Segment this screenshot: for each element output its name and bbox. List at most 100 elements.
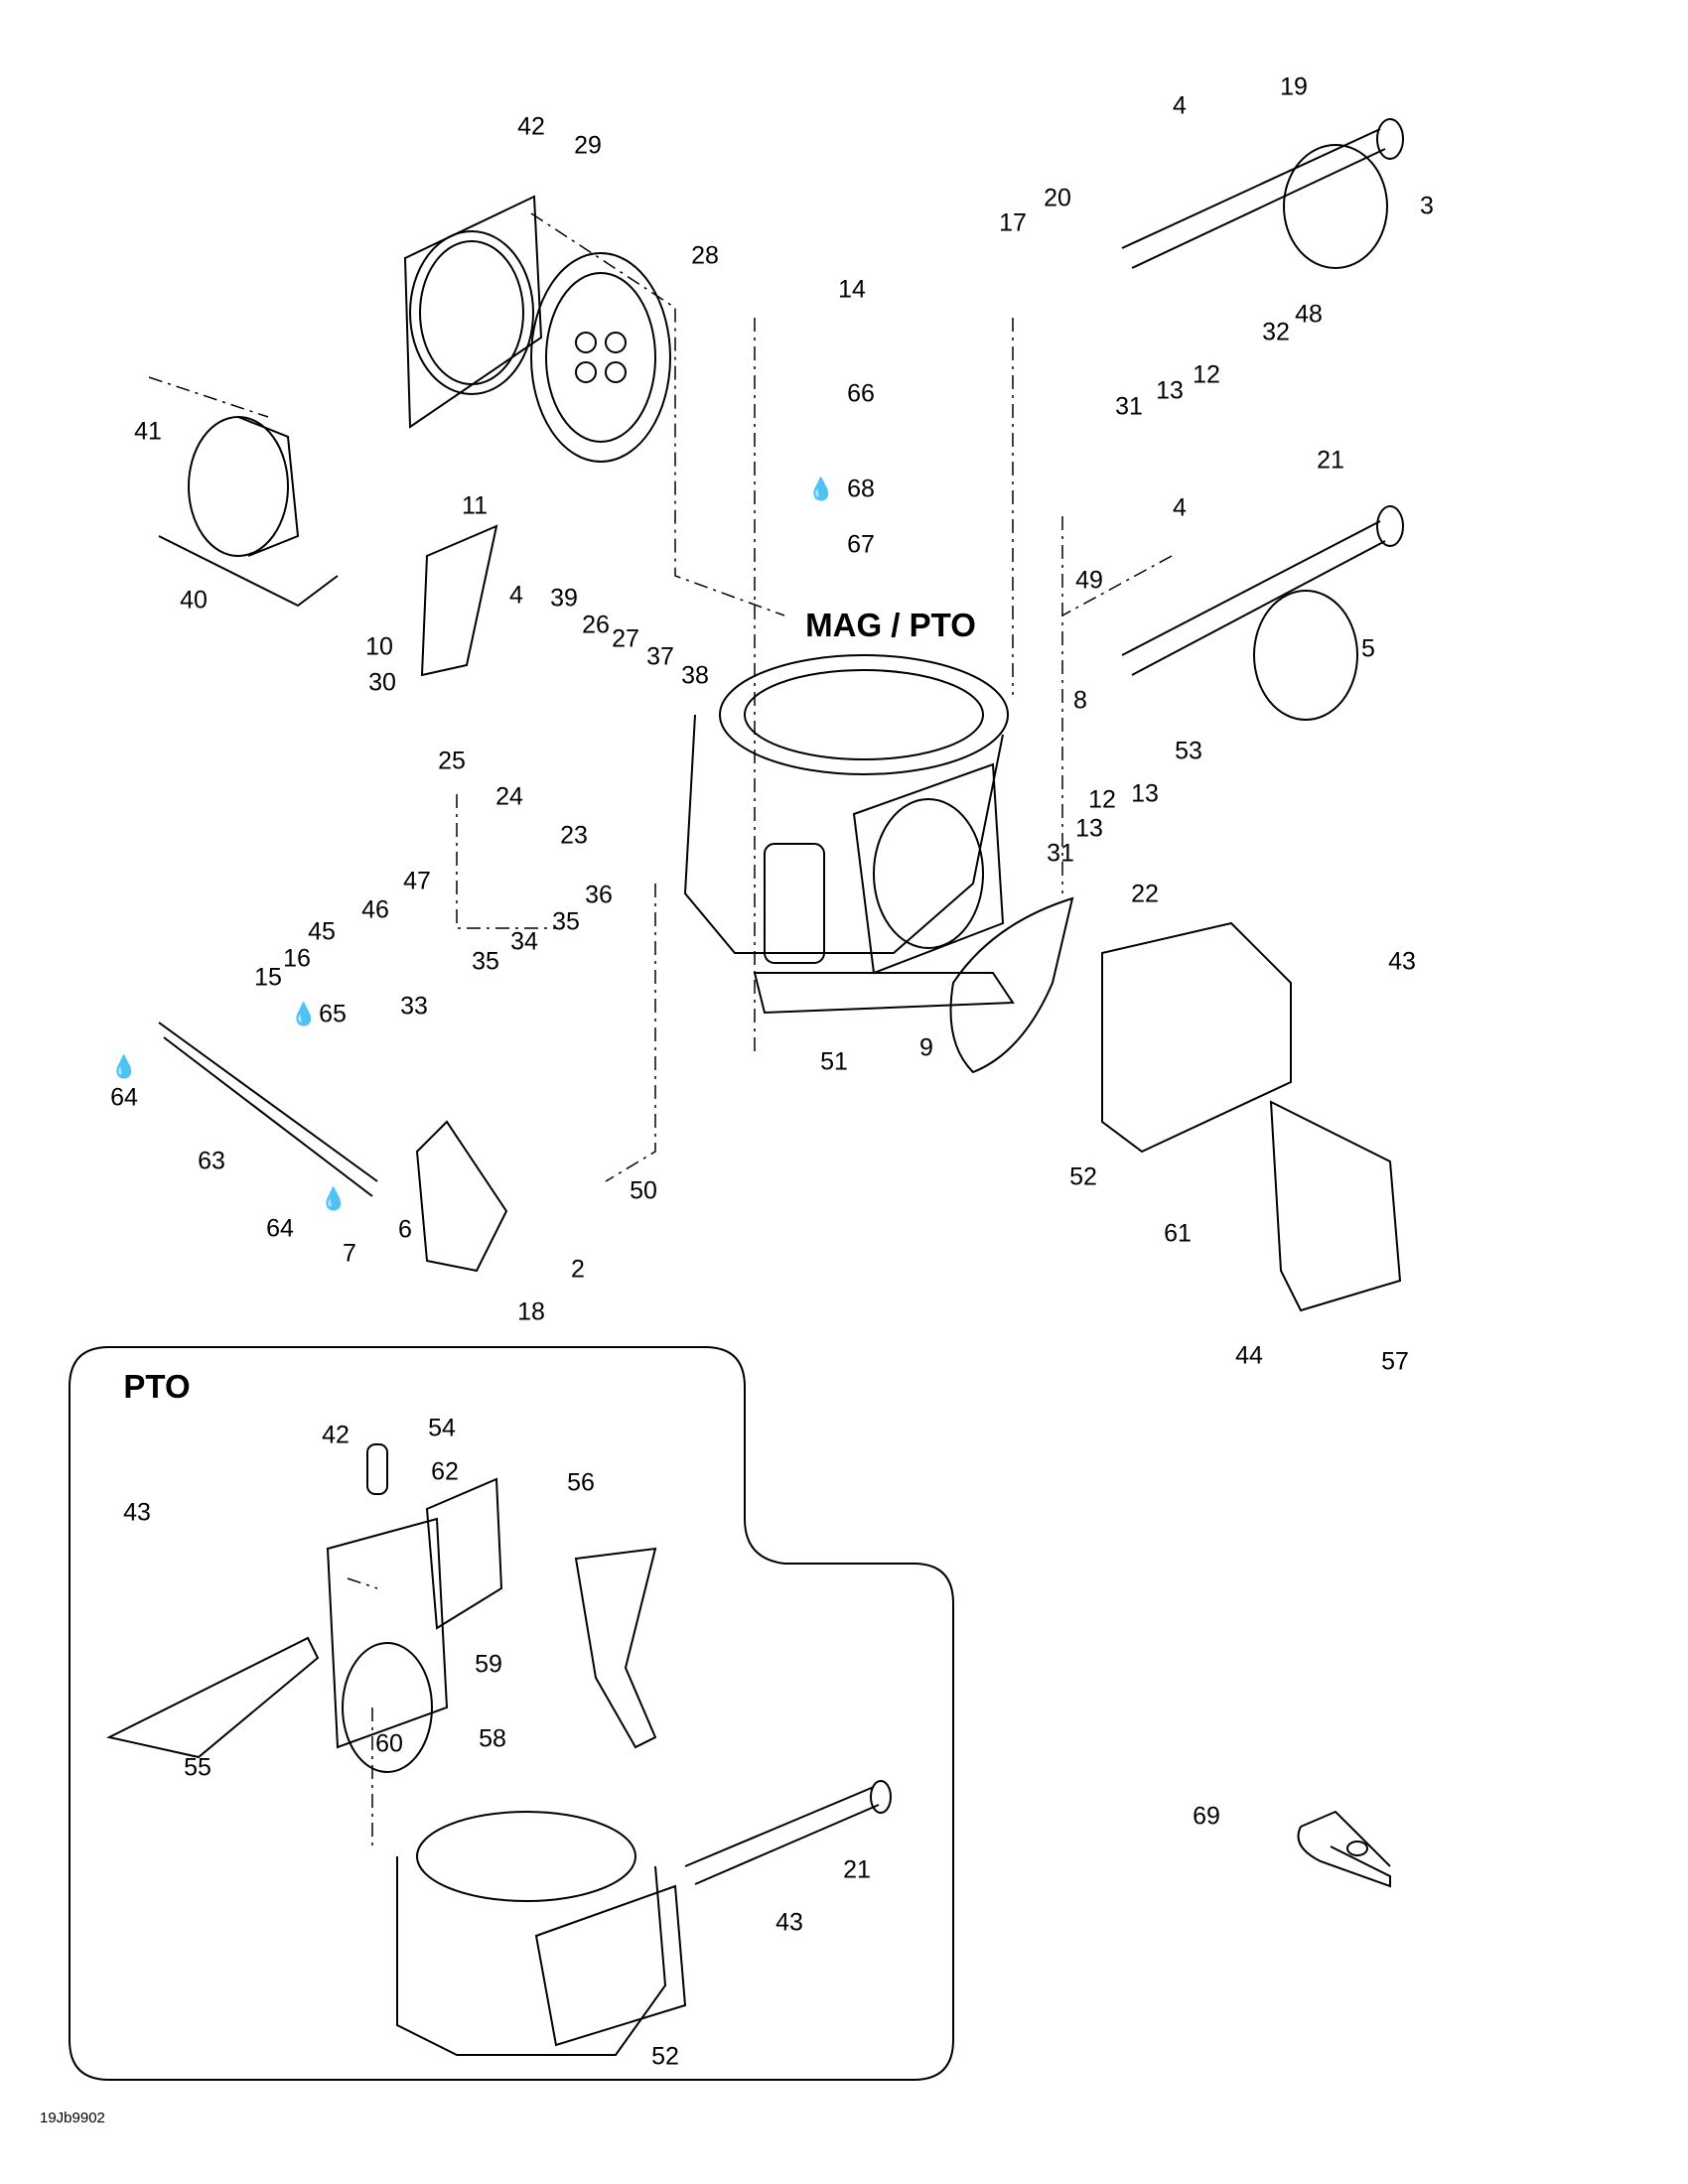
part-label: 65 bbox=[319, 1000, 347, 1028]
part-label: 49 bbox=[1075, 566, 1103, 595]
part-label: 12 bbox=[1088, 785, 1116, 814]
part-label: 45 bbox=[308, 917, 336, 946]
body-52 bbox=[1101, 921, 1292, 1154]
oil-drop-icon: 💧 bbox=[290, 1002, 318, 1026]
part-label: 31 bbox=[1047, 839, 1074, 868]
part-label: 63 bbox=[198, 1147, 225, 1175]
plate-30 bbox=[420, 524, 498, 677]
reference-code: 19Jb9902 bbox=[40, 2110, 105, 2126]
part-label: 52 bbox=[651, 2042, 679, 2071]
part-label: 47 bbox=[403, 867, 431, 895]
part-label: 48 bbox=[1295, 300, 1323, 329]
part-label: 39 bbox=[550, 584, 578, 613]
part-label: 58 bbox=[479, 1724, 506, 1753]
shaft-21 bbox=[1121, 505, 1404, 676]
part-label: 24 bbox=[495, 782, 523, 811]
part-label: 13 bbox=[1131, 779, 1159, 808]
part-label: 18 bbox=[517, 1297, 545, 1326]
part-label: 42 bbox=[322, 1421, 350, 1449]
carburetor-body bbox=[683, 654, 1015, 1015]
part-label: 66 bbox=[847, 379, 875, 408]
throttle-shaft-19 bbox=[1121, 118, 1404, 269]
part-label: 56 bbox=[567, 1468, 595, 1497]
part-label: 43 bbox=[1388, 947, 1416, 976]
part-label: 29 bbox=[574, 131, 602, 160]
part-label: 52 bbox=[1069, 1162, 1097, 1191]
part-label: 15 bbox=[254, 963, 282, 992]
part-label: 13 bbox=[1075, 814, 1103, 843]
part-label: 67 bbox=[847, 530, 875, 559]
part-label: 35 bbox=[472, 947, 499, 976]
cover-40 bbox=[158, 416, 339, 608]
part-label: 17 bbox=[999, 208, 1027, 237]
clamp-69 bbox=[1297, 1810, 1391, 1888]
part-label: 57 bbox=[1381, 1347, 1409, 1376]
inset-plate-55 bbox=[106, 1636, 320, 1759]
part-label: 23 bbox=[560, 821, 588, 850]
part-label: 7 bbox=[343, 1239, 356, 1268]
inset-tube-54 bbox=[366, 1443, 388, 1495]
inset-body bbox=[396, 1811, 687, 2056]
part-label: 42 bbox=[517, 112, 545, 141]
part-label: 4 bbox=[1173, 91, 1187, 120]
part-label: 34 bbox=[510, 927, 538, 956]
part-label: 37 bbox=[646, 642, 674, 671]
part-label: 32 bbox=[1262, 318, 1290, 346]
alignment-lines bbox=[148, 212, 1173, 1846]
part-label: 4 bbox=[509, 581, 523, 610]
part-label: 27 bbox=[612, 624, 639, 653]
part-label: 30 bbox=[368, 668, 396, 697]
part-label: 22 bbox=[1131, 880, 1159, 908]
part-label: 21 bbox=[843, 1855, 871, 1884]
lever-18 bbox=[415, 1120, 508, 1273]
inset-title: PTO bbox=[123, 1368, 191, 1405]
part-label: 9 bbox=[919, 1033, 933, 1062]
part-label: 19 bbox=[1280, 72, 1308, 101]
part-label: 28 bbox=[691, 241, 719, 270]
gasket-29 bbox=[403, 195, 543, 429]
part-label: 43 bbox=[123, 1498, 151, 1527]
part-label: 38 bbox=[681, 661, 709, 690]
part-label: 43 bbox=[775, 1908, 803, 1937]
part-label: 68 bbox=[847, 475, 875, 503]
part-label: 40 bbox=[180, 586, 208, 614]
part-label: 44 bbox=[1235, 1341, 1263, 1370]
part-label: 36 bbox=[585, 881, 613, 909]
part-label: 51 bbox=[820, 1047, 848, 1076]
part-label: 59 bbox=[475, 1650, 502, 1679]
part-label: 61 bbox=[1164, 1219, 1192, 1248]
part-label: 10 bbox=[365, 632, 393, 661]
part-label: 35 bbox=[552, 907, 580, 936]
part-label: 3 bbox=[1420, 192, 1434, 220]
part-label: 20 bbox=[1044, 184, 1071, 212]
part-label: 64 bbox=[110, 1083, 138, 1112]
part-label: 62 bbox=[431, 1457, 459, 1486]
part-label: 25 bbox=[438, 747, 466, 775]
part-label: 11 bbox=[462, 491, 488, 520]
part-label: 50 bbox=[630, 1176, 657, 1205]
inset-pump-56 bbox=[425, 1477, 503, 1630]
part-label: 12 bbox=[1193, 360, 1220, 389]
part-label: 13 bbox=[1156, 376, 1184, 405]
oil-drop-icon: 💧 bbox=[110, 1054, 138, 1079]
oil-drop-icon: 💧 bbox=[807, 477, 835, 501]
inset-shaft-21 bbox=[684, 1780, 892, 1885]
part-label: 4 bbox=[1173, 493, 1187, 522]
pto-inset-border bbox=[69, 1346, 954, 2081]
part-label: 26 bbox=[582, 611, 610, 639]
part-label: 41 bbox=[134, 417, 162, 446]
plate-5 bbox=[1253, 590, 1358, 721]
diaphragm-28 bbox=[530, 252, 671, 463]
part-label: 46 bbox=[361, 895, 389, 924]
inset-gasket bbox=[326, 1517, 449, 1773]
cable-63 bbox=[158, 1022, 378, 1197]
part-label: 8 bbox=[1073, 686, 1087, 715]
bracket-44 bbox=[1269, 1100, 1402, 1312]
part-label: 64 bbox=[266, 1214, 294, 1243]
part-label: 5 bbox=[1361, 634, 1375, 663]
part-label: 55 bbox=[184, 1753, 211, 1782]
part-label: 69 bbox=[1193, 1802, 1220, 1831]
part-label: 2 bbox=[571, 1255, 585, 1284]
